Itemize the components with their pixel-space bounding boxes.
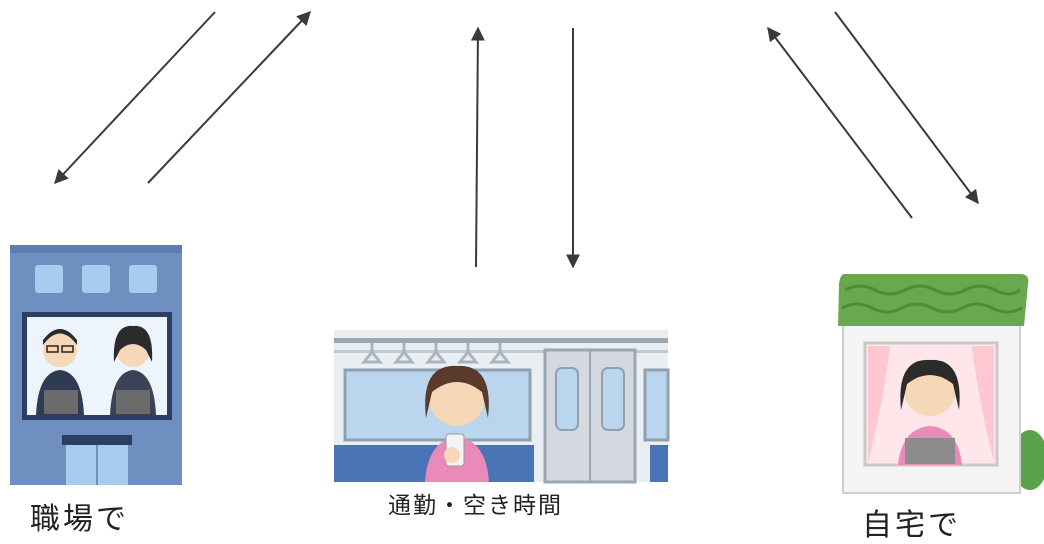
home-caption: 自宅で [862,508,961,543]
arrow-to-office [54,11,216,185]
arrow-from-office [147,10,311,184]
commute-caption: 通勤・空き時間 [388,493,563,519]
office-caption: 職場で [30,502,129,537]
arrow-from-commute [470,26,485,268]
arrow-from-home [767,26,913,219]
arrow-to-home [834,11,979,205]
